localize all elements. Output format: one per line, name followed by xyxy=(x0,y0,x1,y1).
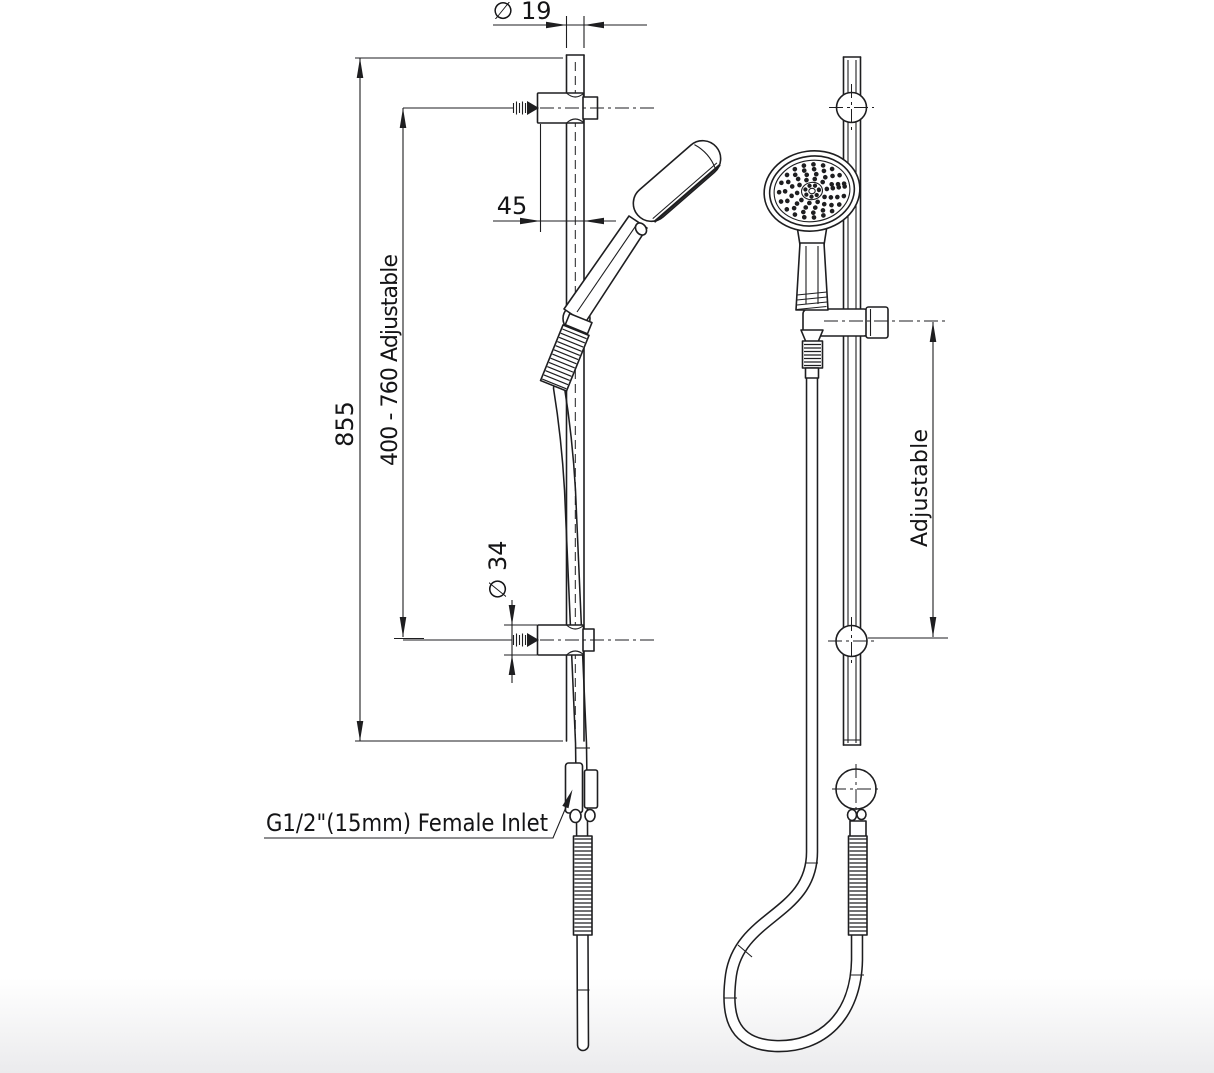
rail-diameter-label: ∅ 19 xyxy=(492,0,551,25)
side-bottom-bracket-screw xyxy=(512,633,539,647)
dim-adjustable: Adjustable xyxy=(824,320,948,639)
holder-knob xyxy=(865,306,889,339)
front-hand-shower xyxy=(763,150,889,379)
side-hose-connector xyxy=(539,312,593,392)
inlet-leader-arrow xyxy=(562,789,573,809)
side-hand-shower xyxy=(539,139,722,392)
dim-rail-diameter: ∅ 19 xyxy=(492,0,647,48)
inlet-callout-label: G1/2"(15mm) Female Inlet xyxy=(266,809,548,837)
side-hose xyxy=(552,381,590,1052)
front-inlet-elbow xyxy=(832,764,881,814)
dim-rail-length: 855 xyxy=(331,57,563,742)
front-bottom-bracket xyxy=(828,617,876,665)
bracket-spacing-label: 400 - 760 Adjustable xyxy=(378,254,403,466)
front-hose-spring-sleeve xyxy=(846,808,868,936)
side-hose-spring-sleeve xyxy=(572,835,593,936)
wall-offset-label: 45 xyxy=(497,192,528,220)
front-top-bracket xyxy=(829,84,874,131)
front-view: Adjustable xyxy=(723,56,948,1053)
rail-length-label: 855 xyxy=(331,401,359,447)
side-top-bracket-screw xyxy=(512,101,539,115)
inlet-callout: G1/2"(15mm) Female Inlet xyxy=(264,789,573,839)
side-view: ∅ 19 45 855 xyxy=(264,0,722,1052)
dim-wall-offset: 45 xyxy=(493,124,616,232)
front-shower-handle xyxy=(795,242,829,311)
side-head-hook xyxy=(634,222,648,236)
adjustable-label: Adjustable xyxy=(908,429,933,547)
side-shower-head xyxy=(632,139,722,223)
dim-bracket-spacing: 400 - 760 Adjustable xyxy=(378,107,658,641)
front-shower-head xyxy=(763,150,861,232)
front-hose-connector xyxy=(800,329,824,379)
dim-bracket-diameter: ∅ 34 xyxy=(484,540,537,683)
bracket-diameter-label: ∅ 34 xyxy=(484,540,512,599)
shower-head-nozzles xyxy=(776,162,848,220)
front-hose xyxy=(723,359,864,1053)
